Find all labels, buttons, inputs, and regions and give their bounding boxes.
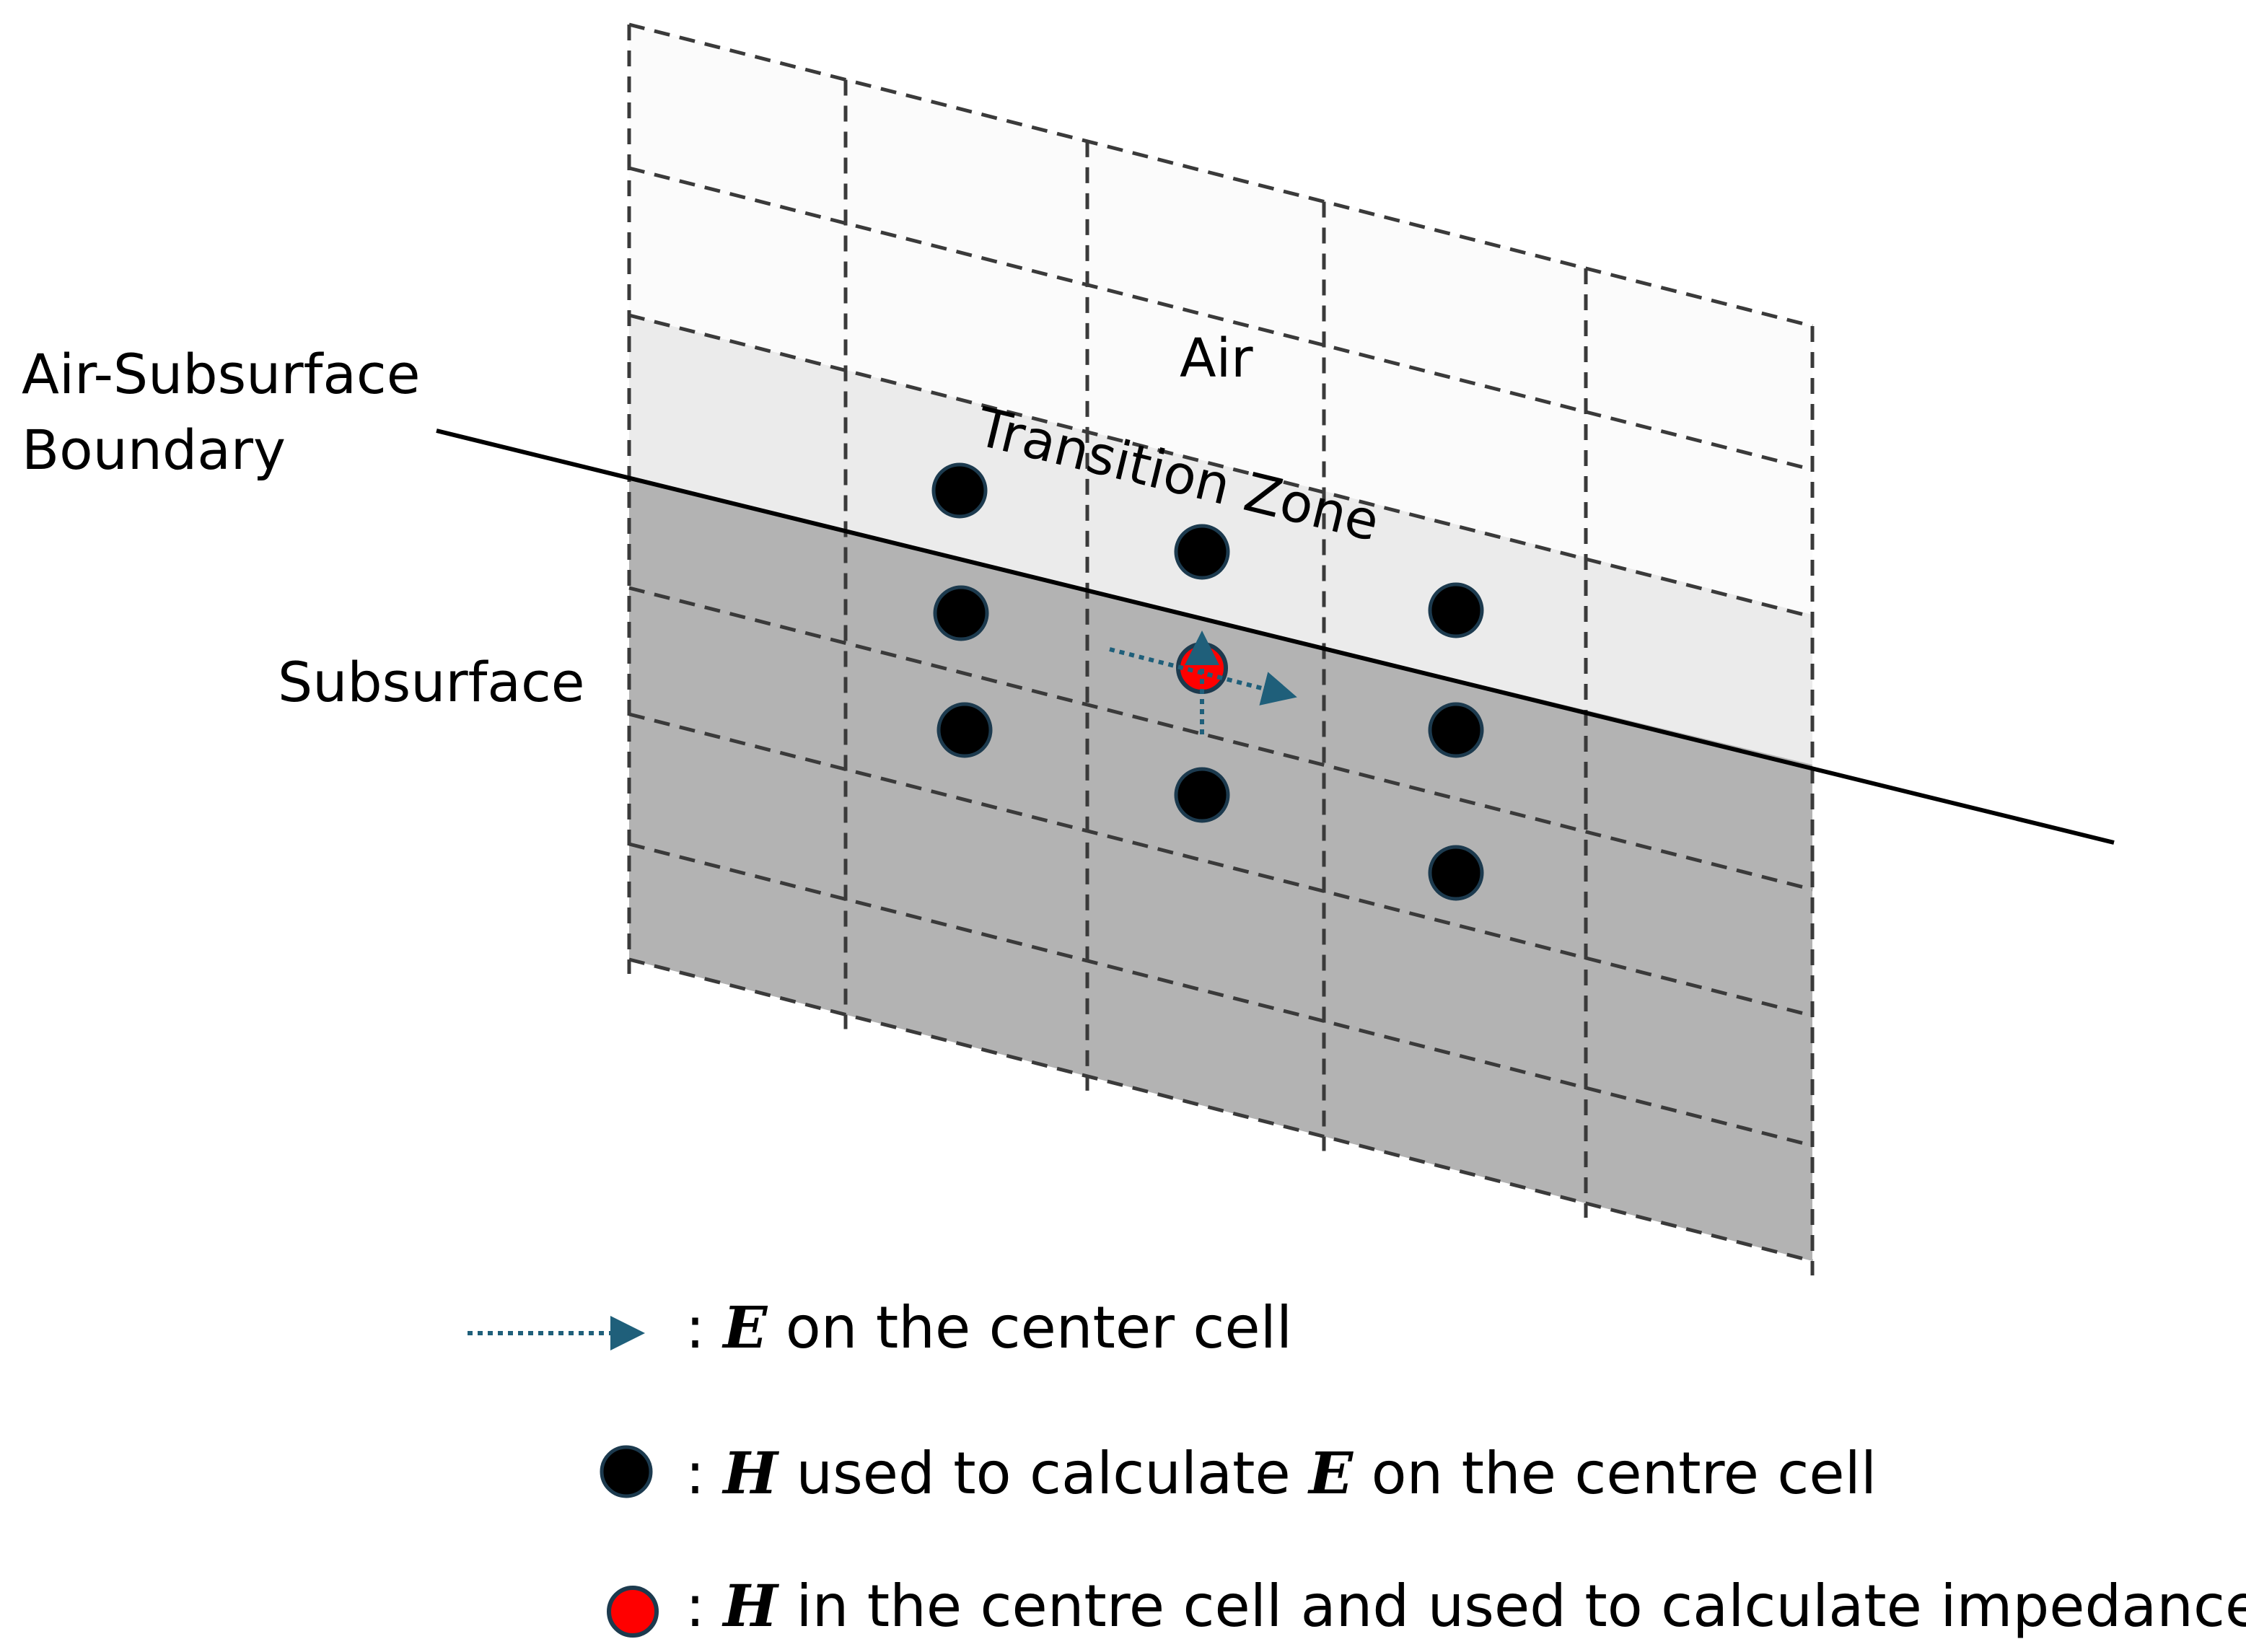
h-node	[1174, 767, 1230, 823]
h-node	[1428, 702, 1484, 758]
boundary-label-line1: Air-Subsurface	[22, 342, 420, 406]
grid-row-line	[628, 586, 1813, 892]
legend-h-black-text-end: on the centre cell	[1353, 1440, 1877, 1507]
e-arrows	[1109, 631, 1297, 734]
h-node	[1428, 582, 1484, 638]
legend-colon: :	[685, 1440, 705, 1507]
legend-h-black-entry: : H used to calculate E on the centre ce…	[685, 1439, 1877, 1507]
legend-h-black-icon	[600, 1445, 653, 1498]
h-node	[931, 462, 988, 519]
grid-row-line	[628, 166, 1813, 472]
boundary-label-line2: Boundary	[22, 418, 286, 482]
legend-h-black-text-mid: used to calculate	[778, 1440, 1309, 1507]
e-arrow-right	[1109, 647, 1297, 706]
grid-lines	[627, 22, 1815, 1275]
grid-row-line	[628, 712, 1813, 1018]
legend-h-red-icon	[607, 1586, 659, 1638]
legend-colon: :	[685, 1294, 705, 1361]
h-node	[933, 585, 989, 641]
legend-h-symbol: H	[721, 1439, 779, 1507]
legend: : E on the center cell : H used to calcu…	[468, 1293, 2246, 1640]
legend-h-symbol-red: H	[721, 1572, 779, 1640]
legend-e-symbol: E	[721, 1293, 768, 1361]
h-node	[936, 702, 993, 758]
grid-row-line	[628, 313, 1813, 619]
h-nodes	[931, 462, 1484, 901]
legend-h-red-entry: : H in the centre cell and used to calcu…	[685, 1572, 2246, 1640]
legend-e-entry: : E on the center cell	[685, 1293, 1292, 1361]
legend-colon: :	[685, 1573, 705, 1640]
air-subsurface-boundary-line	[436, 429, 2115, 845]
h-node	[1428, 845, 1484, 901]
grid-row-line	[628, 22, 1813, 328]
h-node	[1174, 524, 1230, 580]
subsurface-region	[629, 480, 1812, 1261]
air-label: Air	[1180, 328, 1253, 390]
legend-h-red-text: in the centre cell and used to calculate…	[778, 1573, 2246, 1640]
legend-e-symbol-2: E	[1307, 1439, 1354, 1507]
subsurface-label: Subsurface	[278, 650, 585, 714]
grid-row-line	[628, 957, 1813, 1263]
grid-row-line	[628, 842, 1813, 1148]
legend-e-text: on the center cell	[767, 1294, 1292, 1361]
